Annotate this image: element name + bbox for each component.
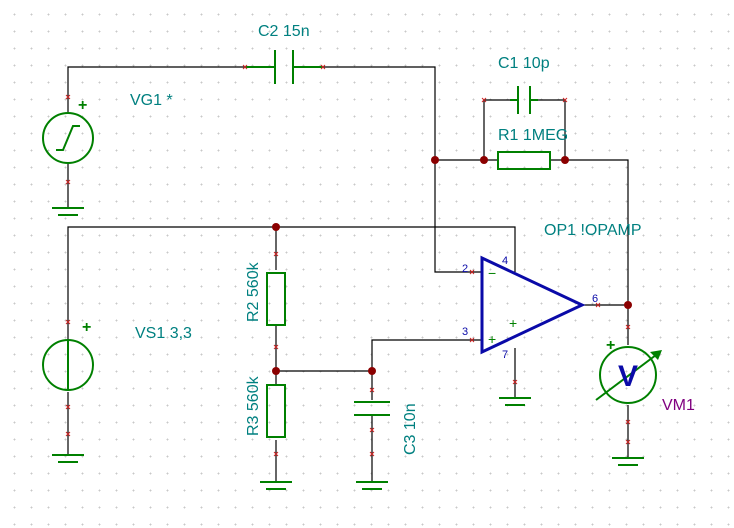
ground-icon [52, 454, 84, 463]
capacitor-c1[interactable] [510, 86, 538, 114]
capacitor-c3[interactable] [354, 401, 390, 416]
vg1-plus-sign: + [78, 97, 87, 114]
pin-label-vminus: 7 [502, 349, 508, 361]
pin-label-inv: 2 [462, 263, 468, 275]
ground-icon [52, 207, 84, 216]
resistor-r3[interactable] [266, 384, 286, 438]
voltmeter-vm1[interactable]: V + [595, 337, 662, 404]
junction-dot [561, 156, 569, 164]
opamp-op1[interactable]: − + + 2 3 6 4 7 [462, 255, 598, 361]
label-vm1: VM1 [662, 397, 695, 414]
wires [67, 66, 629, 482]
opamp-minus-sign: − [488, 265, 496, 281]
ground-icon [612, 457, 644, 466]
ground-icon [356, 481, 388, 490]
junction-dot [624, 301, 632, 309]
wire-supply-rail [67, 226, 516, 340]
junction-dot [368, 367, 376, 375]
voltmeter-symbol: V [618, 360, 638, 393]
junction-dot [272, 367, 280, 375]
pin-label-noninv: 3 [462, 326, 468, 338]
capacitor-c2[interactable] [245, 50, 323, 84]
junction-dot [480, 156, 488, 164]
wire-r1-out [550, 159, 629, 305]
label-op1: OP1 !OPAMP [544, 222, 642, 239]
junctions [272, 156, 632, 375]
label-r1: R1 1MEG [498, 127, 568, 144]
resistor-r1[interactable] [497, 151, 551, 170]
pin-label-out: 6 [592, 293, 598, 305]
resistor-r2[interactable] [266, 272, 286, 326]
ground-icon [499, 397, 531, 406]
junction-dot [431, 156, 439, 164]
ground-icon [260, 481, 292, 490]
label-vs1: VS1 3,3 [135, 325, 192, 342]
ground-symbols [52, 207, 644, 490]
vm1-plus-sign: + [606, 337, 615, 354]
wire-c2-node [323, 66, 436, 160]
wire-div-c3 [276, 370, 373, 400]
signal-generator-vg1[interactable]: + [42, 97, 94, 164]
pin-label-vplus: 4 [502, 255, 508, 267]
label-c2: C2 15n [258, 23, 310, 40]
arrow-icon [650, 350, 662, 360]
step-waveform-icon [56, 125, 80, 151]
dc-source-vs1[interactable]: + [42, 319, 94, 391]
junction-dot [272, 223, 280, 231]
label-r3: R3 560k [245, 375, 262, 436]
label-r2: R2 560k [245, 261, 262, 322]
vs1-plus-sign: + [82, 319, 91, 336]
label-c3: C3 10n [402, 403, 419, 455]
pin-markers [65, 64, 631, 457]
wire-div-noninv [371, 339, 482, 371]
opamp-plus-sign: + [488, 331, 496, 347]
label-vg1: VG1 * [130, 92, 173, 109]
label-c1: C1 10p [498, 55, 550, 72]
opamp-supply-plus: + [509, 315, 517, 331]
wire-node-inv [434, 160, 482, 273]
